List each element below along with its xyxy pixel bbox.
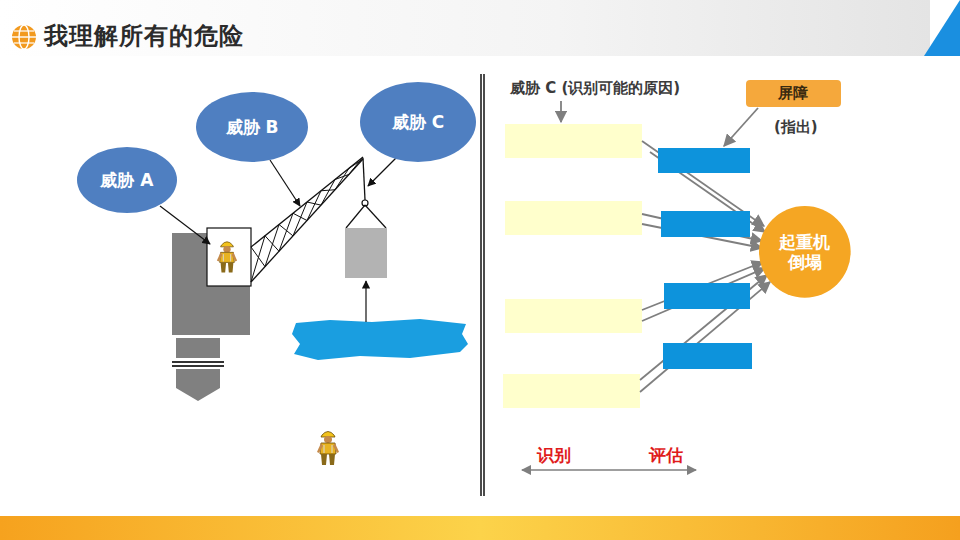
threat-ellipse: 威胁 A: [77, 147, 177, 213]
text-label: 评估: [649, 444, 683, 467]
load: [345, 228, 387, 278]
sling: [365, 205, 386, 228]
leader-line: [368, 158, 396, 186]
node-text: 屏障: [778, 84, 808, 102]
water: [292, 319, 468, 360]
threat-ellipse: 威胁 B: [196, 92, 308, 162]
crane-column: [176, 338, 220, 358]
footer-band: [0, 516, 960, 540]
barrier-box: [658, 148, 750, 173]
barrier-box: [661, 211, 750, 237]
node-text: 威胁 A: [100, 170, 153, 190]
corner-triangle: [924, 0, 960, 56]
cause-box: [505, 299, 642, 333]
pointer-arrow: [560, 101, 562, 122]
text-label: 威胁 C (识别可能的原因): [510, 79, 680, 98]
text-label: 识别: [537, 444, 571, 467]
event-circle: 起重机 倒塌: [759, 206, 851, 298]
leader-line: [270, 160, 300, 206]
worker-in-cab: [217, 242, 237, 273]
cause-box: [505, 124, 642, 158]
lift-arrow: [365, 281, 366, 322]
node-text: 威胁 B: [226, 117, 279, 137]
worker-on-ground: [317, 432, 339, 466]
crane-base: [176, 369, 220, 401]
divider: [480, 74, 482, 496]
leader-line: [160, 206, 210, 244]
globe-icon: [12, 25, 36, 49]
crane-deck-line: [172, 361, 224, 363]
crane-deck-line: [172, 365, 224, 367]
sling: [346, 205, 365, 228]
barrier-box: [663, 343, 752, 369]
cause-box: [503, 374, 640, 408]
header-band: [0, 0, 930, 56]
cause-box: [505, 201, 642, 235]
threat-ellipse: 威胁 C: [360, 82, 476, 162]
barrier-label-box: 屏障: [746, 80, 841, 107]
slide-title: 我理解所有的危险: [44, 20, 244, 52]
node-text: 起重机 倒塌: [777, 232, 833, 273]
range-arrow: [522, 469, 696, 471]
text-label: (指出): [774, 118, 818, 137]
cause-arrows: [640, 108, 770, 392]
hoist-rope: [363, 158, 365, 200]
barrier-box: [664, 283, 750, 309]
divider: [483, 74, 485, 496]
node-text: 威胁 C: [392, 112, 444, 132]
crane-cab: [207, 228, 251, 286]
